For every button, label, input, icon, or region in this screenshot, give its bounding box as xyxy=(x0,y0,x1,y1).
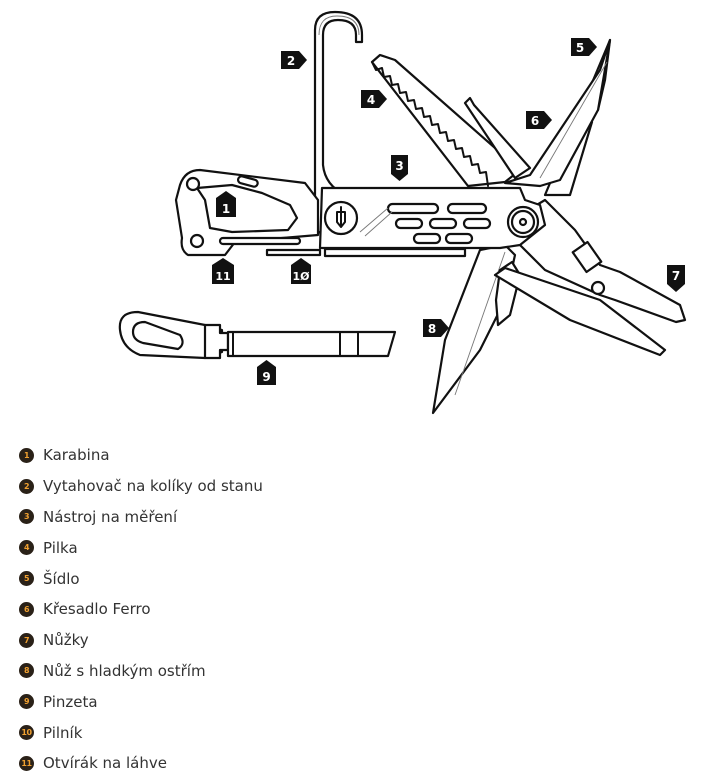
legend-item: 2 Vytahovač na kolíky od stanu xyxy=(19,471,263,502)
callout-1: 1 xyxy=(216,191,236,217)
awl xyxy=(503,38,612,188)
carabiner xyxy=(174,168,320,257)
number-badge: 7 xyxy=(19,632,34,648)
legend-label: Nůžky xyxy=(43,631,89,650)
number-badge: 1 xyxy=(19,447,34,463)
callout-7: 7 xyxy=(667,265,685,292)
number-badge: 3 xyxy=(19,509,34,525)
multitool-diagram: 1 2 3 4 5 6 7 8 9 1Ø 11 xyxy=(118,10,687,415)
number-badge: 10 xyxy=(19,725,34,741)
legend-label: Křesadlo Ferro xyxy=(43,600,151,619)
callout-11: 11 xyxy=(212,258,234,284)
legend-item: 6 Křesadlo Ferro xyxy=(19,594,263,625)
legend-item: 9 Pinzeta xyxy=(19,686,263,717)
callout-3: 3 xyxy=(391,155,408,181)
number-badge: 8 xyxy=(19,663,34,679)
callout-8-number: 8 xyxy=(428,322,436,336)
legend-label: Nástroj na měření xyxy=(43,507,178,526)
callout-9-number: 9 xyxy=(262,370,270,384)
legend-label: Šídlo xyxy=(43,569,80,588)
file xyxy=(265,247,467,258)
callout-6: 6 xyxy=(526,111,552,129)
callout-5: 5 xyxy=(571,38,597,56)
callout-2: 2 xyxy=(281,51,307,69)
legend-item: 4 Pilka xyxy=(19,532,263,563)
callout-2-number: 2 xyxy=(287,54,295,68)
number-badge: 4 xyxy=(19,540,34,556)
scissors xyxy=(493,198,687,357)
tweezers xyxy=(118,310,397,360)
callout-6-number: 6 xyxy=(531,114,539,128)
tent-stake-puller xyxy=(313,10,367,247)
legend-item: 1 Karabina xyxy=(19,440,263,471)
callout-8: 8 xyxy=(423,319,449,337)
number-badge: 6 xyxy=(19,601,34,617)
legend-label: Karabina xyxy=(43,446,110,465)
callout-10: 1Ø xyxy=(291,258,311,284)
number-badge: 11 xyxy=(19,755,34,771)
legend-item: 11 Otvírák na láhve xyxy=(19,748,263,779)
legend-label: Pilník xyxy=(43,723,83,742)
legend-item: 3 Nástroj na měření xyxy=(19,502,263,533)
callout-5-number: 5 xyxy=(576,41,584,55)
number-badge: 2 xyxy=(19,478,34,494)
callout-1-number: 1 xyxy=(222,202,230,216)
callout-4: 4 xyxy=(361,90,387,108)
legend-item: 10 Pilník xyxy=(19,717,263,748)
callout-4-number: 4 xyxy=(367,93,375,107)
callout-3-number: 3 xyxy=(395,159,403,173)
legend-item: 5 Šídlo xyxy=(19,563,263,594)
callout-10-number: 1Ø xyxy=(292,270,310,283)
legend-label: Otvírák na láhve xyxy=(43,754,167,773)
number-badge: 5 xyxy=(19,571,34,587)
legend-label: Pilka xyxy=(43,538,78,557)
callout-7-number: 7 xyxy=(672,269,680,283)
legend-item: 7 Nůžky xyxy=(19,625,263,656)
legend-label: Vytahovač na kolíky od stanu xyxy=(43,477,263,496)
number-badge: 9 xyxy=(19,694,34,710)
legend-item: 8 Nůž s hladkým ostřím xyxy=(19,656,263,687)
legend-label: Pinzeta xyxy=(43,692,98,711)
callout-9: 9 xyxy=(257,360,276,385)
callout-11-number: 11 xyxy=(215,270,230,283)
handle-body xyxy=(318,186,547,250)
legend-label: Nůž s hladkým ostřím xyxy=(43,661,206,680)
